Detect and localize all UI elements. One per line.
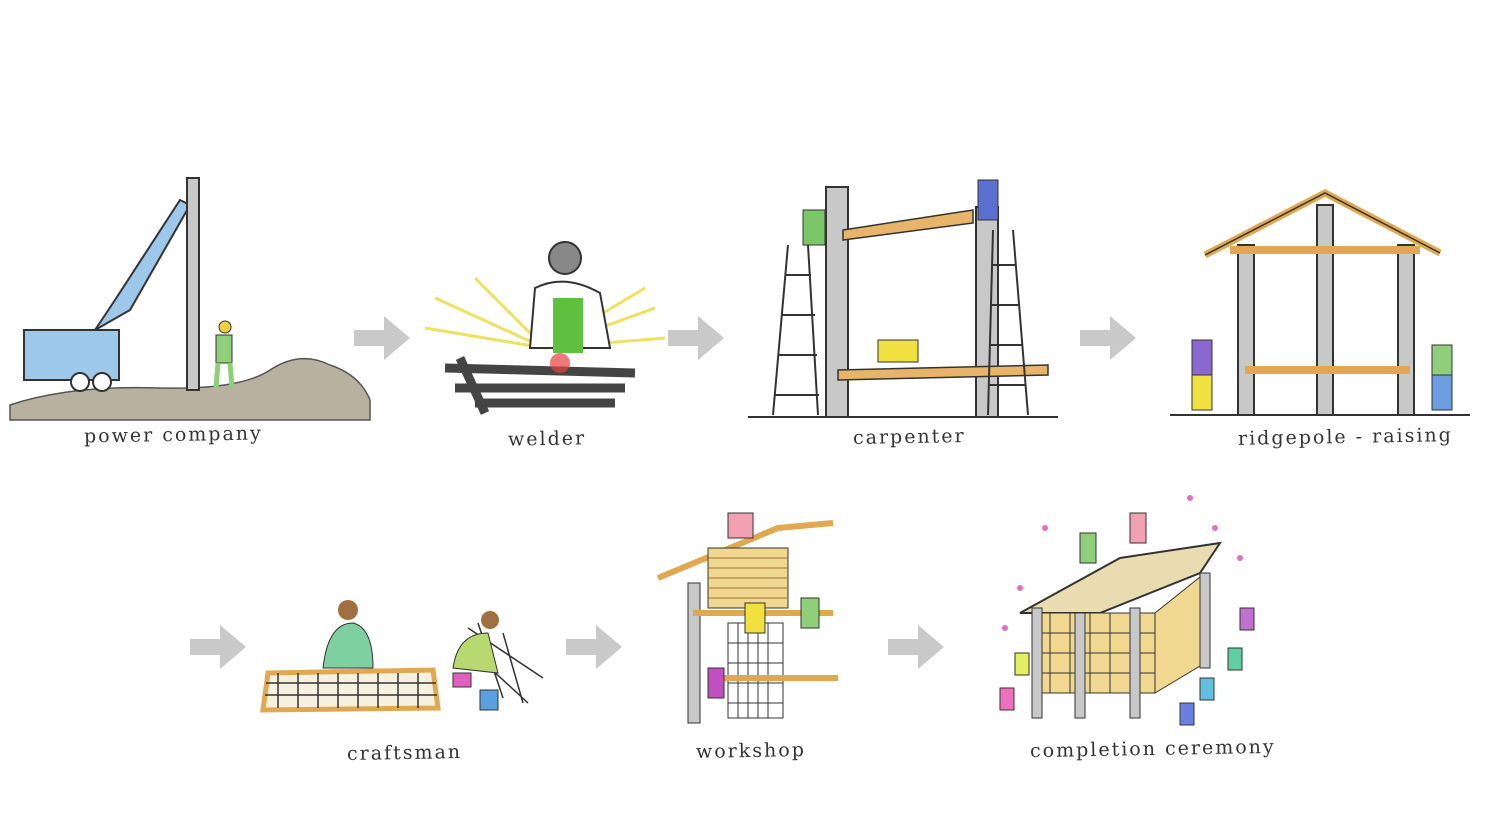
step-label-ridgepole-raising: ridgepole - raising: [1237, 424, 1454, 450]
illustration-power-company: [9, 170, 375, 425]
step-label-completion-ceremony: completion ceremony: [1029, 735, 1276, 763]
illustration-ridgepole-raising: [1170, 185, 1470, 420]
step-label-craftsman: craftsman: [346, 740, 463, 766]
illustration-workshop: [653, 498, 843, 728]
illustration-welder: [415, 238, 670, 418]
illustration-carpenter: [748, 155, 1058, 420]
arrow-right-icon: [566, 625, 622, 669]
illustration-completion-ceremony: [990, 488, 1290, 728]
step-label-workshop: workshop: [695, 739, 807, 763]
arrow-right-icon: [190, 625, 246, 669]
arrow-right-icon: [1080, 316, 1136, 360]
arrow-right-icon: [668, 316, 724, 360]
arrow-right-icon: [354, 316, 410, 360]
illustration-craftsman: [258, 598, 553, 718]
step-label-welder: welder: [507, 427, 587, 451]
arrow-right-icon: [888, 625, 944, 669]
step-label-carpenter: carpenter: [852, 425, 966, 449]
step-label-power-company: power company: [83, 422, 263, 448]
